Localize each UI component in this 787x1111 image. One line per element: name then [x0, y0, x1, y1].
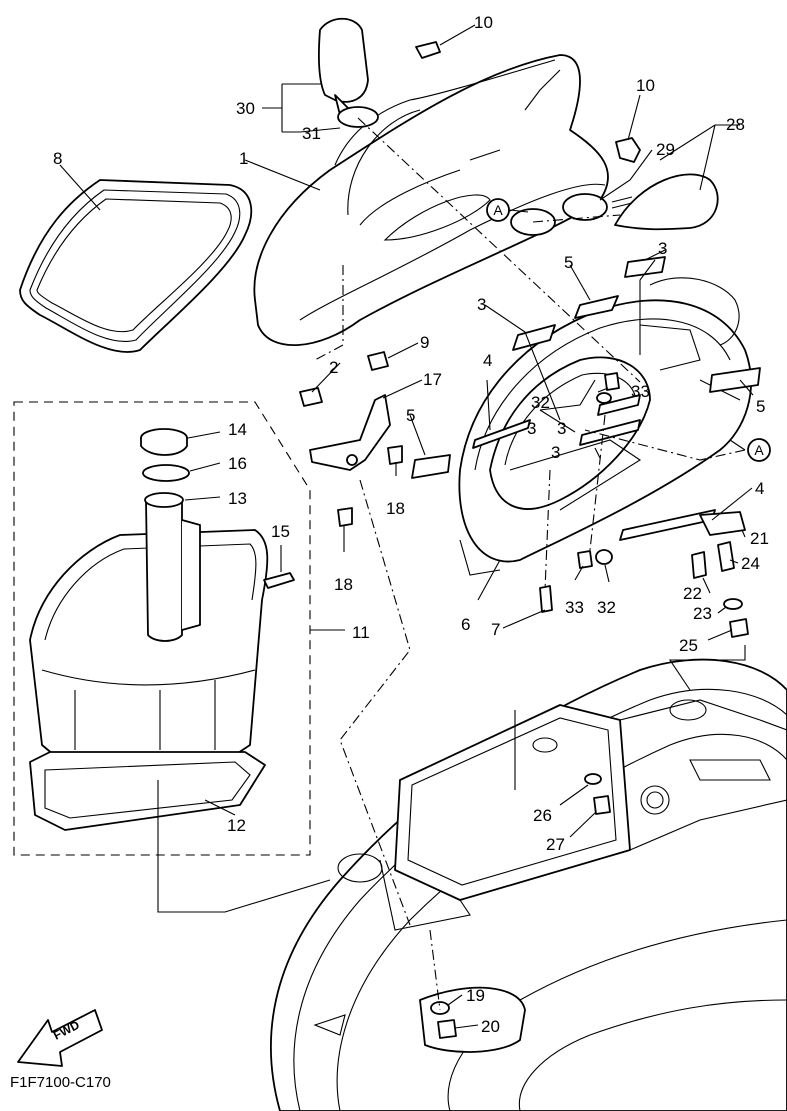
callout-label: 32 [531, 393, 550, 412]
callout-label: 31 [302, 124, 321, 143]
callout-label: 3 [658, 239, 667, 258]
leader-lines [59, 24, 754, 1029]
ref-mark-a-right: A [747, 438, 771, 462]
callout-label: 29 [656, 140, 675, 159]
ref-mark-a-left: A [486, 198, 510, 222]
ref-label: A [754, 442, 764, 458]
callout-label: 32 [597, 598, 616, 617]
callout-label: 14 [228, 420, 247, 439]
callout-label: 26 [533, 806, 552, 825]
callout-label: 33 [565, 598, 584, 617]
callout-label: 23 [693, 604, 712, 623]
decals [411, 256, 761, 541]
callout-label: 27 [546, 835, 565, 854]
callout-label: 24 [741, 554, 760, 573]
callout-label: 33 [631, 382, 650, 401]
callout-label: 25 [679, 636, 698, 655]
callout-label: 16 [228, 454, 247, 473]
callout-label: 18 [334, 575, 353, 594]
callouts: 1 2 3 3 3 3 3 4 4 5 5 5 6 7 8 9 10 10 11… [53, 13, 769, 1036]
callout-label: 30 [236, 99, 255, 118]
callout-label: 18 [386, 499, 405, 518]
center-lines [314, 117, 746, 1011]
latch-hardware [430, 372, 749, 1039]
callout-label: 6 [461, 615, 470, 634]
callout-label: 8 [53, 149, 62, 168]
hinge-17 [299, 351, 403, 527]
storage-assy-boundary [13, 401, 311, 856]
callout-label: 21 [750, 529, 769, 548]
callout-label: 3 [477, 295, 486, 314]
callout-label: 5 [756, 397, 765, 416]
callout-label: 20 [481, 1017, 500, 1036]
callout-label: 22 [683, 584, 702, 603]
callout-label: 3 [551, 443, 560, 462]
tube-assy [140, 428, 295, 642]
callout-label: 17 [423, 370, 442, 389]
fwd-arrow-icon: FWD [17, 1009, 103, 1067]
callout-label: 2 [329, 358, 338, 377]
ref-label: A [493, 202, 503, 218]
callout-label: 4 [483, 351, 492, 370]
callout-label: 10 [636, 76, 655, 95]
callout-label: 12 [227, 816, 246, 835]
hull-deck [270, 658, 787, 1111]
upper-cowl [253, 54, 609, 346]
callout-label: 3 [557, 419, 566, 438]
callout-label: 7 [491, 620, 500, 639]
callout-label: 9 [420, 333, 429, 352]
storage-box [29, 529, 269, 831]
gasket-8 [19, 179, 253, 353]
callout-label: 19 [466, 986, 485, 1005]
callout-label: 15 [271, 522, 290, 541]
callout-label: 28 [726, 115, 745, 134]
callout-label: 5 [406, 406, 415, 425]
callout-label: 5 [564, 253, 573, 272]
diagram-code: F1F7100-C170 [10, 1074, 111, 1091]
callout-label: 13 [228, 489, 247, 508]
clip-10b [615, 137, 641, 163]
callout-label: 10 [474, 13, 493, 32]
callout-label: 3 [527, 419, 536, 438]
side-pad [510, 173, 719, 236]
seat-pad [317, 17, 379, 128]
clip-10a [415, 41, 441, 59]
callout-label: 4 [755, 479, 764, 498]
callout-label: 11 [352, 623, 370, 642]
callout-label: 1 [239, 149, 248, 168]
